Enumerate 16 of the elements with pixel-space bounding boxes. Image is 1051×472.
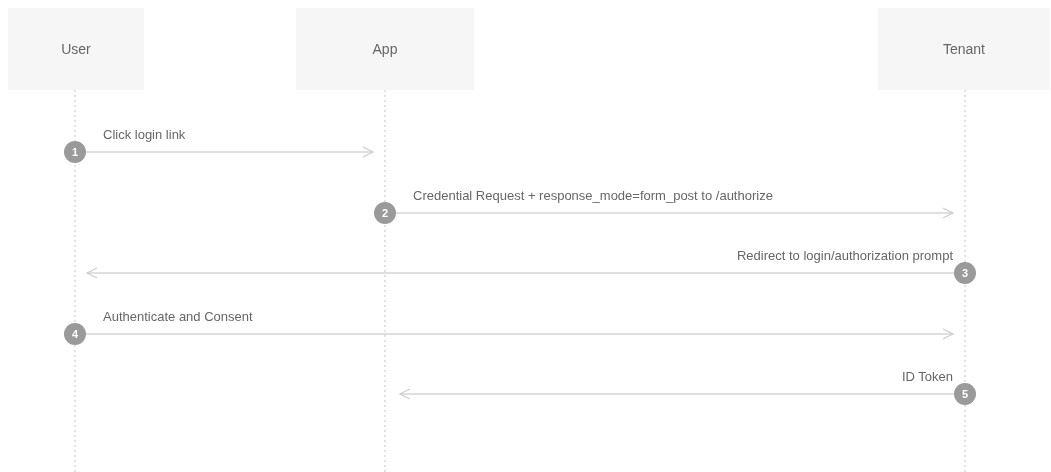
arrow — [85, 328, 954, 340]
participant-name: User — [61, 39, 91, 59]
step-number: 5 — [954, 383, 976, 405]
participant-box — [8, 8, 144, 90]
step-number: 1 — [64, 141, 86, 163]
step-number: 2 — [374, 202, 396, 224]
arrow — [395, 207, 954, 219]
participant-name: Tenant — [942, 39, 985, 59]
step-number: 4 — [64, 323, 86, 345]
arrow — [85, 146, 374, 158]
participant-box — [296, 8, 474, 90]
participant-name: App — [372, 39, 398, 59]
participant-box — [878, 8, 1050, 90]
arrow — [399, 388, 955, 400]
step-number: 3 — [954, 262, 976, 284]
arrow — [86, 267, 955, 279]
